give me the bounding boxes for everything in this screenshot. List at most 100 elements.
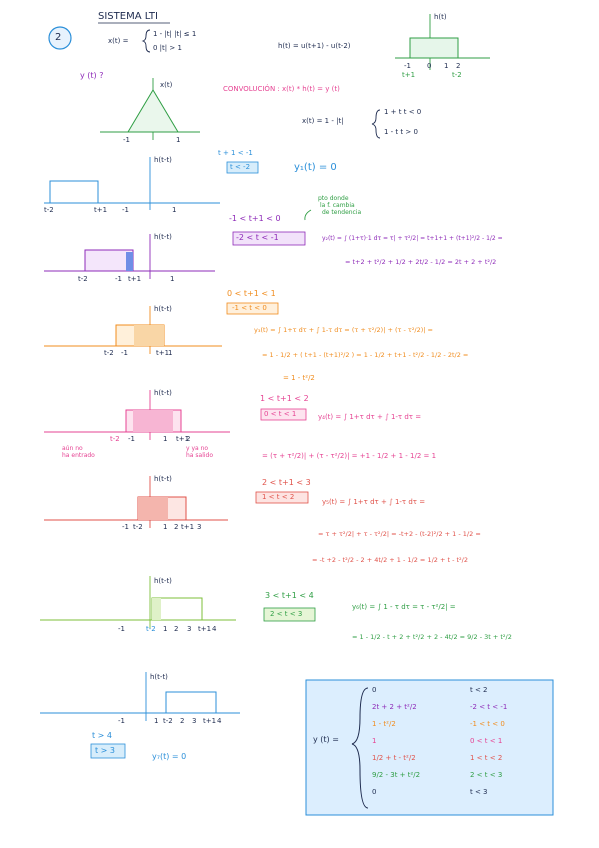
case6-tick: -1 bbox=[118, 625, 125, 633]
case1-result: y₁(t) = 0 bbox=[294, 162, 337, 173]
xt-alt-row2: 1 - t t > 0 bbox=[384, 128, 418, 136]
case4-note: y ya no bbox=[186, 445, 209, 452]
result-row-expr: 1 bbox=[372, 737, 377, 745]
case6-tick: t-2 bbox=[146, 625, 156, 633]
result-row-expr: 0 bbox=[372, 686, 377, 694]
case3-tick: t-2 bbox=[104, 349, 114, 357]
ht-sub-left: t+1 bbox=[402, 71, 416, 79]
case5-tick: 1 bbox=[163, 523, 168, 531]
case5-axis-label: h(t-t) bbox=[154, 475, 172, 483]
case7-range: t > 3 bbox=[95, 746, 116, 755]
result-lhs: y (t) = bbox=[313, 735, 339, 744]
case4-cond: 1 < t+1 < 2 bbox=[260, 394, 309, 403]
case4-range: 0 < t < 1 bbox=[264, 410, 297, 418]
xt-tick-neg1: -1 bbox=[123, 136, 130, 144]
case2-note: de tendencia bbox=[322, 209, 362, 216]
case2-eq1: y₂(t) = ∫ (1+τ)·1 dτ = τ| + τ²/2| = t+1+… bbox=[322, 235, 503, 242]
case7-tick: t-2 bbox=[163, 717, 173, 725]
x-def-row1: 1 - |t| |t| ≤ 1 bbox=[153, 30, 197, 38]
case6-cond: 3 < t+1 < 4 bbox=[265, 591, 314, 600]
case2-note: la f. cambia bbox=[320, 202, 355, 209]
case1-tick: -1 bbox=[122, 206, 129, 214]
result-row-cond: t < 3 bbox=[470, 788, 488, 796]
ht-plot bbox=[395, 14, 490, 70]
case5-tick: t+1 bbox=[181, 523, 195, 531]
case7-axis-label: h(t-t) bbox=[150, 673, 168, 681]
case1-plot bbox=[44, 157, 220, 210]
case6-plot bbox=[40, 576, 236, 628]
case7-tick: 1 bbox=[154, 717, 159, 725]
case5-tick: 3 bbox=[197, 523, 202, 531]
case2-plot bbox=[44, 234, 215, 279]
case6-range: 2 < t < 3 bbox=[270, 610, 303, 618]
ht-tick-2: 2 bbox=[456, 62, 461, 70]
case4-tick: t-2 bbox=[110, 435, 120, 443]
problem-number-circle bbox=[48, 26, 72, 50]
result-row-cond: 1 < t < 2 bbox=[470, 754, 503, 762]
case7-cond: t > 4 bbox=[92, 731, 113, 740]
case6-tick: 4 bbox=[212, 625, 217, 633]
result-row-cond: -2 < t < -1 bbox=[470, 703, 508, 711]
case3-eq1: y₃(t) = ∫ 1+τ dτ + ∫ 1-τ dτ = (τ + τ²/2)… bbox=[254, 326, 434, 334]
case2-range: -2 < t < -1 bbox=[236, 233, 279, 242]
case6-tick: 3 bbox=[187, 625, 192, 633]
case6-axis-label: h(t-t) bbox=[154, 577, 172, 585]
result-row-expr: 1 - t²/2 bbox=[372, 720, 396, 728]
case4-tick: 2 bbox=[186, 435, 191, 443]
result-row-cond: 0 < t < 1 bbox=[470, 737, 503, 745]
case2-range-box bbox=[232, 231, 306, 246]
case2-tick: t+1 bbox=[128, 275, 142, 283]
case3-tick: 1 bbox=[168, 349, 173, 357]
case4-tick: -1 bbox=[128, 435, 135, 443]
case2-cond: -1 < t+1 < 0 bbox=[229, 214, 281, 223]
case7-tick: 3 bbox=[192, 717, 197, 725]
case3-plot bbox=[44, 306, 222, 354]
case5-eq2: = τ + τ²/2| + τ - τ²/2| = -t+2 - (t-2)²/… bbox=[318, 530, 481, 538]
case1-cond: t + 1 < -1 bbox=[218, 149, 253, 157]
ht-tick-0: 0 bbox=[427, 62, 432, 70]
case1-range-box bbox=[226, 161, 259, 174]
case2-tick: 1 bbox=[170, 275, 175, 283]
result-row-cond: t < 2 bbox=[470, 686, 488, 694]
conv-def: CONVOLUCIÓN : x(t) * h(t) = y (t) bbox=[223, 85, 340, 93]
case4-note: ha salido bbox=[186, 452, 214, 459]
case5-tick: -1 bbox=[122, 523, 129, 531]
case2-axis-label: h(t-t) bbox=[154, 233, 172, 241]
xt-alt-row1: 1 + t t < 0 bbox=[384, 108, 422, 116]
case7-tick: 2 bbox=[180, 717, 185, 725]
case6-eq2: = 1 - 1/2 - t + 2 + t²/2 + 2 - 4t/2 = 9/… bbox=[352, 633, 512, 641]
result-row-expr: 2t + 2 + t²/2 bbox=[372, 703, 417, 711]
case6-tick: 2 bbox=[174, 625, 179, 633]
xt-triangle-plot bbox=[100, 78, 200, 140]
case4-eq1: y₄(t) = ∫ 1+τ dτ + ∫ 1-τ dτ = bbox=[318, 413, 422, 421]
result-brace bbox=[351, 687, 369, 809]
result-row-cond: -1 < t < 0 bbox=[470, 720, 505, 728]
case1-tick: t-2 bbox=[44, 206, 54, 214]
case5-eq1: y₅(t) = ∫ 1+τ dτ + ∫ 1-τ dτ = bbox=[322, 498, 426, 506]
case5-tick: t-2 bbox=[133, 523, 143, 531]
result-row-expr: 9/2 - 3t + t²/2 bbox=[372, 771, 421, 779]
problem-number: 2 bbox=[55, 32, 62, 43]
ht-axis-label: h(t) bbox=[434, 13, 447, 21]
case1-tick: t+1 bbox=[94, 206, 108, 214]
case3-range-box bbox=[226, 302, 279, 315]
case3-eq2: = 1 - 1/2 + ( t+1 - (t+1)²/2 ) = 1 - 1/2… bbox=[262, 351, 469, 359]
case7-plot bbox=[40, 672, 240, 721]
case3-tick: -1 bbox=[121, 349, 128, 357]
case2-note: pto donde bbox=[318, 195, 349, 202]
ht-tick-1: 1 bbox=[444, 62, 449, 70]
case7-tick: -1 bbox=[118, 717, 125, 725]
case4-tick: 1 bbox=[163, 435, 168, 443]
case6-eq1: y₆(t) = ∫ 1 - τ dτ = τ - τ²/2| = bbox=[352, 603, 456, 611]
case5-plot bbox=[44, 476, 228, 528]
case7-tick: 4 bbox=[217, 717, 222, 725]
case6-range-box bbox=[263, 607, 316, 622]
x-def-brace bbox=[141, 29, 151, 53]
case5-range-box bbox=[255, 491, 309, 504]
case2-eq2: = t+2 + t²/2 + 1/2 + 2t/2 - 1/2 = 2t + 2… bbox=[345, 258, 497, 266]
case4-note: ha entrado bbox=[62, 452, 95, 459]
h-def: h(t) = u(t+1) - u(t-2) bbox=[278, 42, 351, 50]
case2-tick: t-2 bbox=[78, 275, 88, 283]
